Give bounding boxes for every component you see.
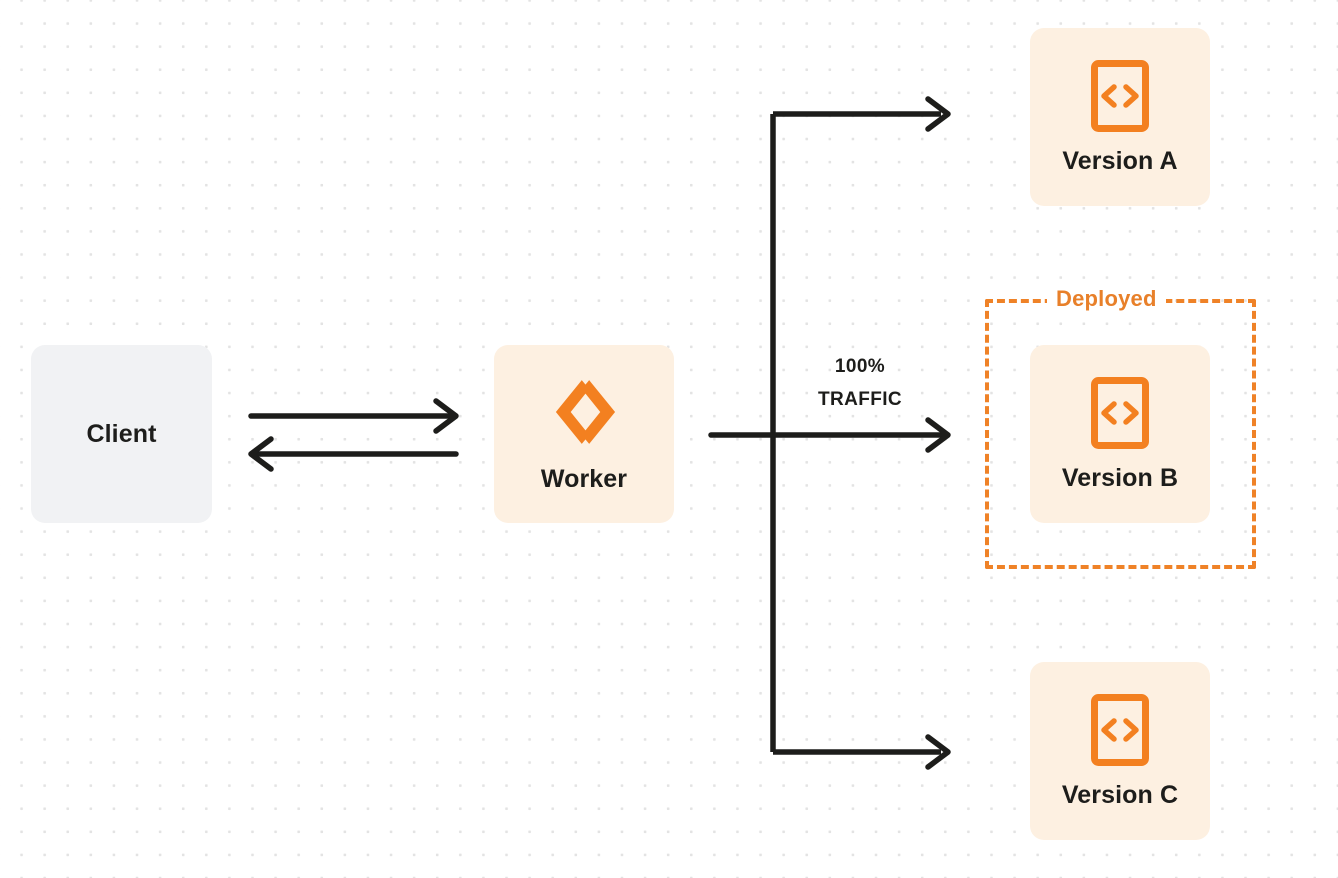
code-brackets-icon [1090, 693, 1150, 767]
node-version-c[interactable]: Version C [1030, 662, 1210, 840]
node-version-c-label: Version C [1061, 780, 1179, 809]
cloudflare-workers-icon [547, 375, 621, 449]
deployed-group-label: Deployed [1047, 286, 1166, 312]
edge-worker-to-client [248, 436, 459, 472]
traffic-label: 100% TRAFFIC [784, 350, 936, 416]
traffic-caption: TRAFFIC [817, 389, 903, 410]
edge-worker-to-version-b [708, 417, 951, 453]
node-worker-label: Worker [540, 464, 628, 493]
edge-worker-to-version-c [773, 734, 951, 770]
node-version-b-label: Version B [1061, 463, 1179, 492]
edge-client-to-worker [248, 398, 459, 434]
node-client-label: Client [86, 419, 157, 448]
node-version-b[interactable]: Version B [1030, 345, 1210, 523]
node-version-a-label: Version A [1062, 146, 1178, 175]
code-brackets-icon [1090, 376, 1150, 450]
edge-worker-to-version-a [773, 96, 951, 132]
traffic-percent: 100% [834, 356, 886, 377]
node-version-a[interactable]: Version A [1030, 28, 1210, 206]
node-worker[interactable]: Worker [494, 345, 674, 523]
node-client[interactable]: Client [31, 345, 212, 523]
code-brackets-icon [1090, 59, 1150, 133]
